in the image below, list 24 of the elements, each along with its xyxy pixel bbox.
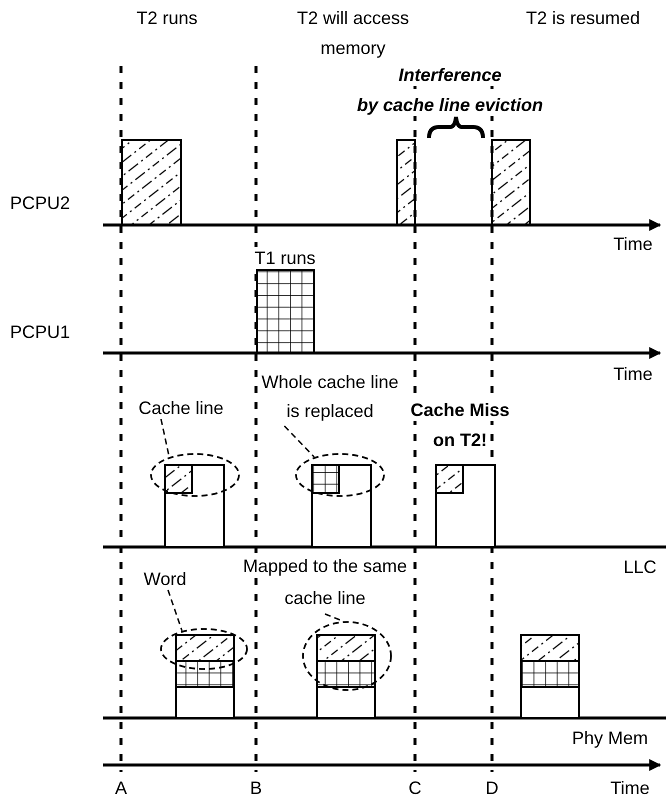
annotation: Cache Miss on T2! bbox=[409, 399, 511, 452]
leader-line bbox=[167, 590, 183, 632]
note-text: T2 runs bbox=[135, 7, 199, 29]
callout-text: Mapped to the same cache line bbox=[234, 550, 416, 614]
row-label: Phy Mem bbox=[570, 727, 650, 749]
axis-label: Time bbox=[612, 233, 654, 255]
axis-label: Time bbox=[609, 777, 651, 799]
callout-text: Cache line bbox=[131, 397, 231, 419]
time-point-label: C bbox=[408, 777, 422, 799]
time-point-label: A bbox=[114, 777, 128, 799]
row-label: PCPU1 bbox=[8, 321, 72, 343]
note-text: T2 will access memory bbox=[296, 7, 410, 60]
annotation: Interference by cache line eviction bbox=[356, 64, 544, 117]
axis-label: Time bbox=[612, 363, 654, 385]
note-text: T2 is resumed bbox=[524, 7, 642, 29]
callout-text: Word bbox=[135, 568, 195, 590]
callout-text: Whole cache line is replaced bbox=[254, 368, 406, 426]
leader-line bbox=[160, 418, 170, 458]
note-text: T1 runs bbox=[253, 247, 317, 269]
leader-line bbox=[284, 425, 315, 458]
row-label: LLC bbox=[622, 556, 658, 578]
time-point-label: B bbox=[248, 777, 263, 799]
time-point-label: D bbox=[484, 777, 500, 799]
row-label: PCPU2 bbox=[8, 192, 72, 214]
